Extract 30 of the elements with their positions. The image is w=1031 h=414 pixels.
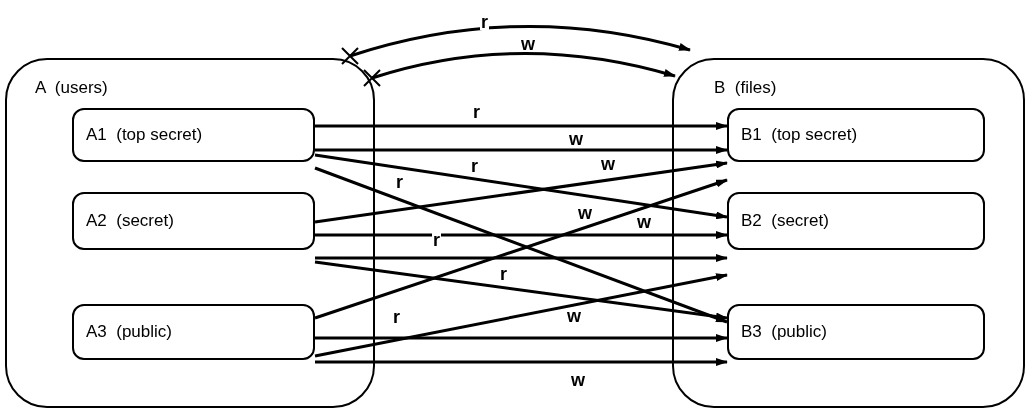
arrow — [315, 146, 728, 154]
process-box — [72, 304, 315, 360]
node-label: B (files) — [714, 78, 777, 98]
edge-label: r — [432, 232, 441, 248]
node-label: B2 (secret) — [740, 211, 829, 231]
arrow — [315, 334, 728, 342]
edge-label: w — [566, 308, 582, 324]
arrow — [315, 122, 728, 130]
node-label: A2 (secret) — [85, 211, 174, 231]
process-box — [727, 108, 985, 162]
arrow — [371, 52, 676, 80]
arrow — [349, 25, 691, 58]
arrow — [315, 231, 728, 239]
node-label: B1 (top secret) — [740, 125, 858, 145]
group-box — [5, 58, 375, 408]
arrow — [315, 358, 728, 366]
arrow — [314, 160, 728, 224]
group-box — [672, 58, 1025, 408]
node-label: B3 (public) — [740, 322, 827, 342]
process-box — [727, 192, 985, 250]
arrow — [315, 254, 728, 262]
node-label: A1 (top secret) — [85, 125, 203, 145]
arrow — [314, 260, 728, 321]
process-box — [72, 108, 315, 162]
process-box — [727, 304, 985, 360]
arrow — [314, 273, 728, 358]
arrow — [314, 153, 728, 220]
node-label: A3 (public) — [85, 322, 172, 342]
process-box — [72, 192, 315, 250]
node-label: A (users) — [35, 78, 108, 98]
